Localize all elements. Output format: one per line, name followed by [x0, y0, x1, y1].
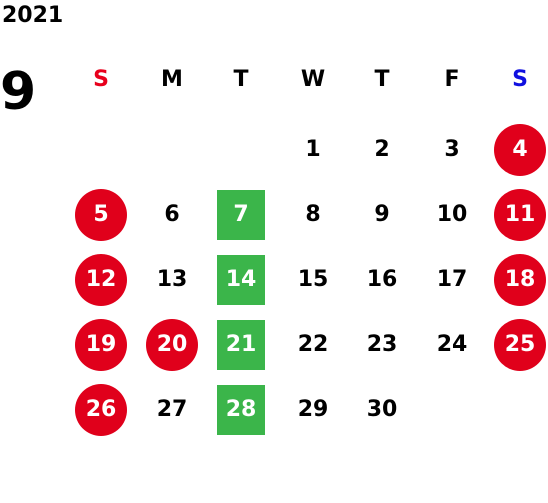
day-cell-30[interactable]: 30: [366, 397, 398, 422]
day-cell-10[interactable]: 10: [436, 202, 468, 227]
day-cell-17[interactable]: 17: [436, 267, 468, 292]
day-cell-25[interactable]: 25: [494, 319, 546, 371]
day-cell-5[interactable]: 5: [75, 189, 127, 241]
day-cell-24[interactable]: 24: [436, 332, 468, 357]
day-cell-6[interactable]: 6: [164, 202, 180, 227]
weekday-header-fri: F: [444, 67, 460, 92]
year-label: 2021: [2, 3, 64, 28]
day-cell-26[interactable]: 26: [75, 384, 127, 436]
weekday-header-thu: T: [374, 67, 390, 92]
day-cell-9[interactable]: 9: [374, 202, 390, 227]
day-cell-15[interactable]: 15: [297, 267, 329, 292]
day-cell-20[interactable]: 20: [146, 319, 198, 371]
weekday-header-wed: W: [300, 67, 326, 92]
day-cell-16[interactable]: 16: [366, 267, 398, 292]
day-cell-11[interactable]: 11: [494, 189, 546, 241]
day-cell-23[interactable]: 23: [366, 332, 398, 357]
weekday-header-mon: M: [161, 67, 183, 92]
day-cell-28[interactable]: 28: [217, 385, 265, 435]
day-cell-2[interactable]: 2: [374, 137, 390, 162]
day-cell-22[interactable]: 22: [297, 332, 329, 357]
day-cell-18[interactable]: 18: [494, 254, 546, 306]
weekday-header-sat: S: [512, 67, 528, 92]
day-cell-7[interactable]: 7: [217, 190, 265, 240]
day-cell-12[interactable]: 12: [75, 254, 127, 306]
day-cell-4[interactable]: 4: [494, 124, 546, 176]
month-label: 9: [0, 62, 37, 122]
weekday-header-sun: S: [93, 67, 109, 92]
day-cell-8[interactable]: 8: [305, 202, 321, 227]
day-cell-29[interactable]: 29: [297, 397, 329, 422]
day-cell-3[interactable]: 3: [444, 137, 460, 162]
day-cell-1[interactable]: 1: [305, 137, 321, 162]
day-cell-19[interactable]: 19: [75, 319, 127, 371]
weekday-header-tue: T: [233, 67, 249, 92]
day-cell-21[interactable]: 21: [217, 320, 265, 370]
day-cell-14[interactable]: 14: [217, 255, 265, 305]
day-cell-13[interactable]: 13: [156, 267, 188, 292]
day-cell-27[interactable]: 27: [156, 397, 188, 422]
